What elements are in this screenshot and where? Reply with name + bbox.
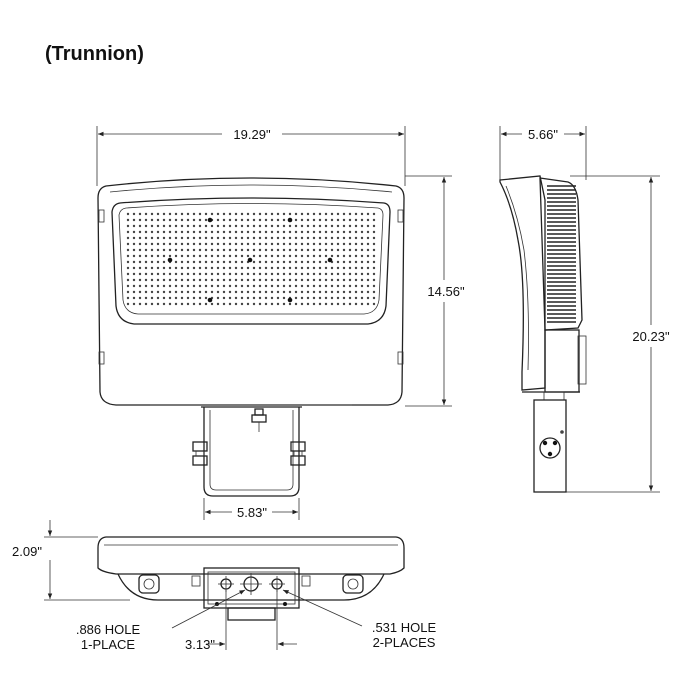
side-housing-profile [499,175,546,391]
bottom-underside [117,573,385,601]
hole-spacing-label: 3.13" [185,637,215,652]
heatsink-fins [547,185,576,323]
side-depth-label: 5.66" [528,127,558,142]
side-arm-bolt-3 [547,451,553,457]
small-hole-callout-1: .531 HOLE [372,620,437,635]
trunnion-bracket-outer [203,407,300,497]
bottom-small-tab-left [191,575,201,587]
side-driver-box [577,335,587,385]
mount-plate-tab [227,607,276,621]
clip-left-top [98,209,105,223]
side-arm-hub [539,437,561,459]
bottom-housing [97,536,405,575]
clip-right-top [397,209,404,223]
lens-panel-inner [118,203,384,315]
led-array [126,212,376,306]
leader-small-hole [282,589,363,627]
side-housing-curve [505,185,529,371]
housing-outline [97,177,405,406]
bracket-width-label: 5.83" [237,505,267,520]
side-mount-plate [543,391,565,401]
clip-left-bottom [98,351,105,365]
side-view: 5.66" 20.23" [499,126,670,493]
mount-plate-inner [207,571,296,605]
trunnion-bracket-inner [209,410,294,491]
drawing-title: (Trunnion) [45,43,144,65]
heatsink-body [539,177,583,331]
small-hole-callout-2: 2-PLACES [373,635,436,650]
front-height-label: 14.56" [427,284,465,299]
plate-screw-right [283,602,287,606]
front-view: 19.29" 14.56" [96,126,465,520]
side-height-label: 20.23" [632,329,670,344]
side-lower-body [544,329,580,393]
housing-top-edge [109,184,393,193]
bracket-knob-right [290,441,306,466]
clip-right-bottom [397,351,404,365]
bottom-height-label: 2.09" [12,544,42,559]
large-hole-callout-2: 1-PLACE [81,637,136,652]
side-arm-screw [560,430,564,434]
side-arm-bolt-2 [552,440,558,446]
leader-large-hole [171,589,246,629]
lug-right [342,574,364,594]
bottom-small-tab-right [301,575,311,587]
lens-panel-outer [111,197,391,325]
large-hole-callout-1: .886 HOLE [76,622,141,637]
side-arm-bolt-1 [542,440,548,446]
side-trunnion-arm [533,399,567,493]
lug-left [138,574,160,594]
bottom-view: 2.09" [12,520,436,652]
cable-gland [251,408,267,432]
bracket-knob-left [192,441,208,466]
front-width-label: 19.29" [233,127,271,142]
